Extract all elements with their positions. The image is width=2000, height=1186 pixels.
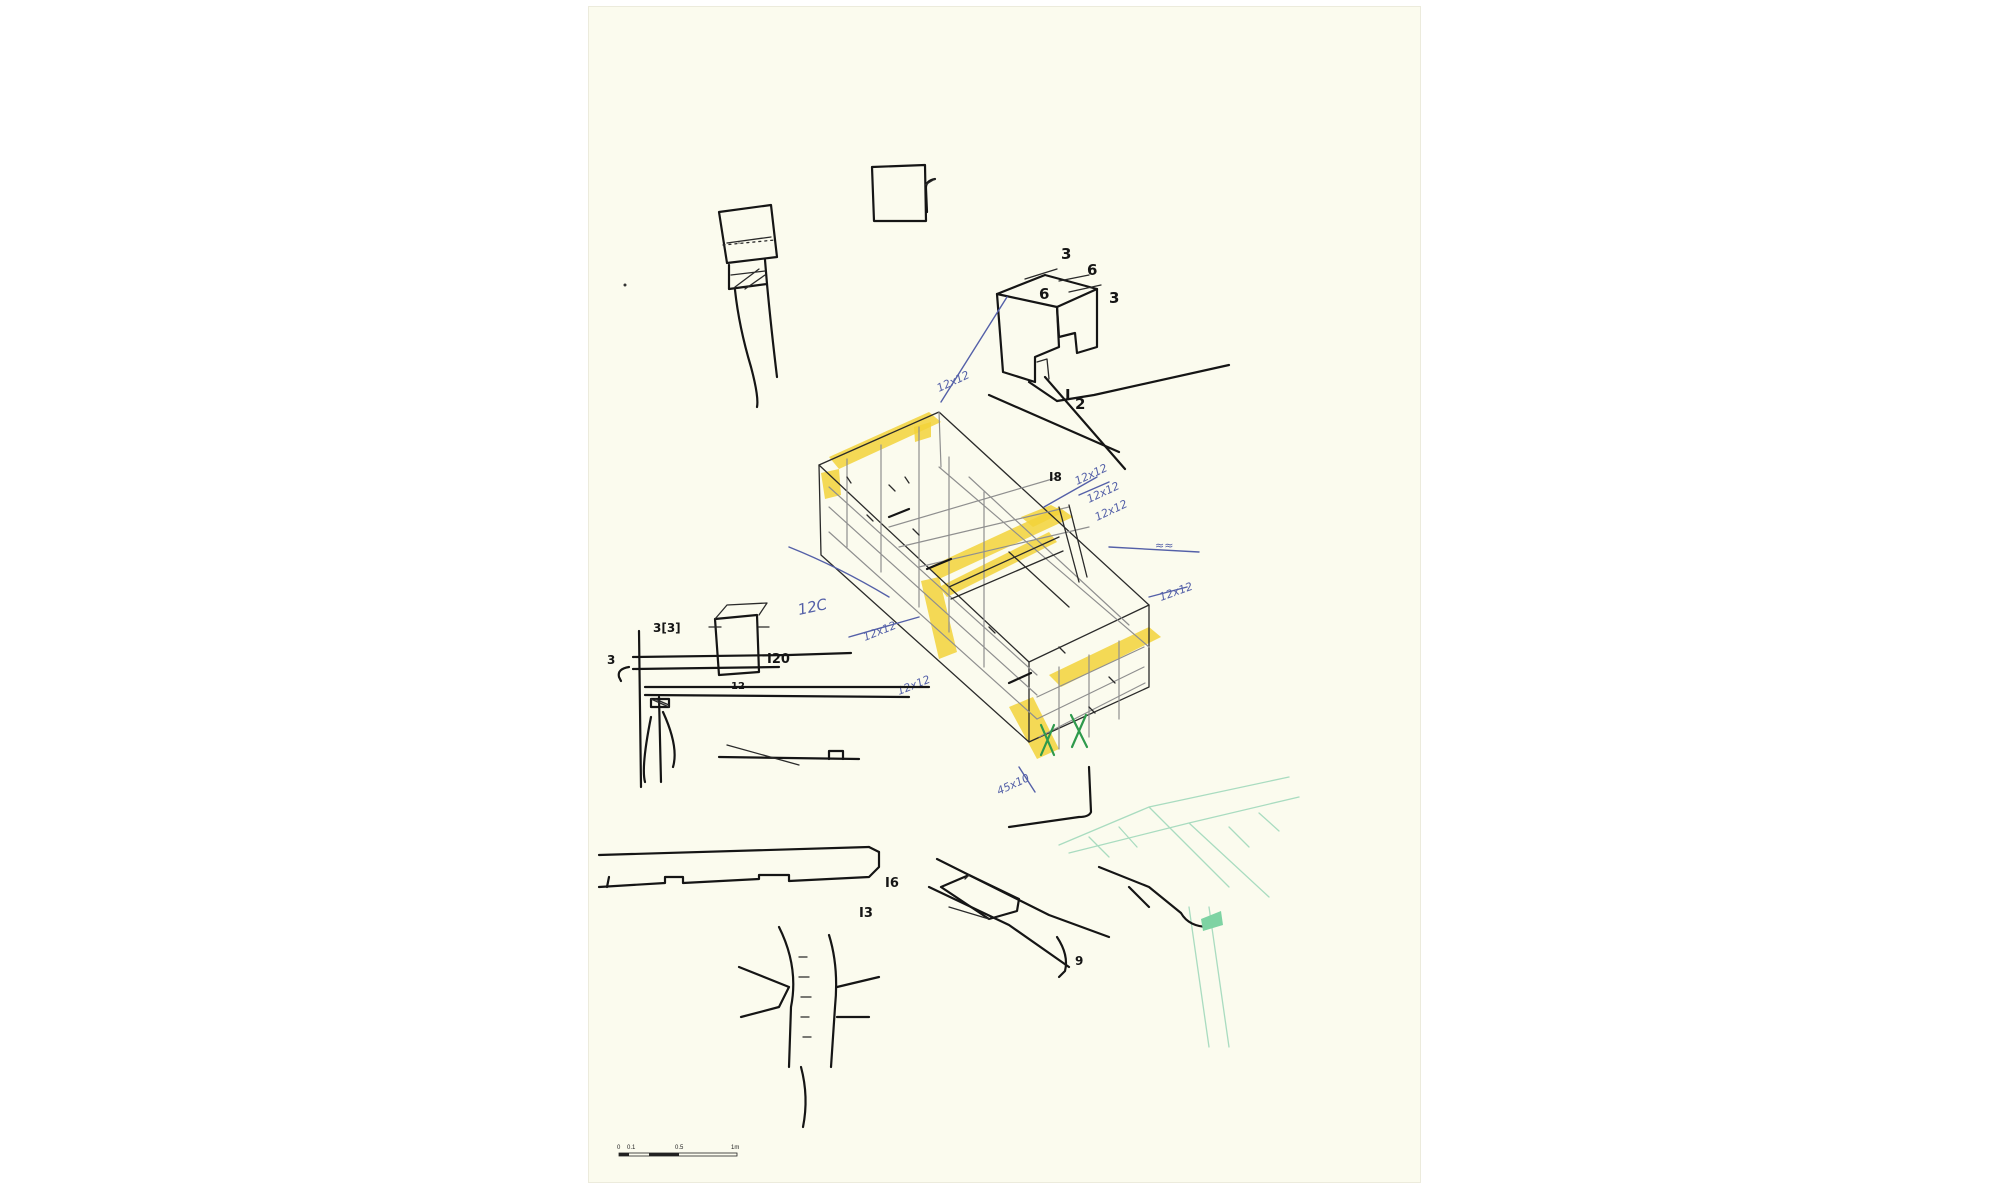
beam-label-I6: I6	[885, 876, 899, 891]
beam-label-I3: I3	[859, 906, 873, 921]
green-cross-1	[1039, 723, 1056, 757]
green-corner-sketch	[1058, 776, 1300, 1048]
note-left-low: 12x12	[895, 673, 932, 698]
tenon-post-sketch	[737, 925, 881, 1129]
paper-speck	[623, 283, 627, 287]
note-top-block-a: 12x12	[935, 368, 972, 394]
note-left-mid: 12x12	[861, 619, 898, 644]
corner-num-2: 6	[1087, 261, 1097, 279]
notched-beam-sketch: I6 I3	[597, 845, 899, 921]
note-right-mid: 12x12	[1158, 580, 1195, 604]
green-cross-2	[1069, 713, 1089, 749]
scale-tick-0: 0	[617, 1145, 621, 1151]
corner-num-1: 3	[1061, 245, 1071, 263]
yellow-cap-top	[914, 422, 931, 442]
isometric-frame-model: 12x12 12x12 12x12 12x12 12x12 12x12 12x1…	[788, 296, 1200, 829]
detail-label-I20: I20	[767, 652, 790, 667]
corner-dim: 2	[1075, 395, 1085, 413]
scale-tick-01: 0.1	[627, 1145, 636, 1151]
saddle-joint-sketch: 9	[927, 857, 1111, 979]
corner-num-4: 3	[1109, 289, 1119, 307]
note-scribble: ≈≈	[1155, 539, 1173, 552]
scale-tick-1m: 1m	[731, 1145, 739, 1151]
corner-joint-sketch: 3 6 6 3 I 2	[987, 245, 1231, 471]
detail-label-31: 3[3]	[653, 621, 681, 635]
detail-label-3: 3	[607, 653, 615, 667]
yellow-beam-top-left	[829, 412, 941, 469]
corner-I: I	[1065, 386, 1071, 404]
sketch-canvas: 3 6 6 3 I 2	[597, 163, 1300, 1157]
green-block	[1201, 911, 1223, 931]
section-detail-left: 3[3] 3 I20 12	[607, 602, 931, 789]
note-bottom-label: 45x10	[995, 771, 1032, 797]
beam-label-I8: I8	[1049, 470, 1062, 484]
drawing-sheet: 3 6 6 3 I 2	[589, 7, 1420, 1182]
yellow-post-top-left	[821, 469, 841, 499]
detail-label-12: 12	[731, 681, 745, 692]
note-left-detail-blue: 12C	[796, 595, 829, 619]
square-section-sketch	[870, 163, 937, 223]
column-capital-sketch	[717, 203, 779, 409]
wedge-sketch	[717, 744, 861, 766]
corner-num-3: 6	[1039, 285, 1049, 303]
yellow-beam-front-right	[1049, 627, 1161, 687]
joint-dim: 9	[1075, 954, 1083, 968]
scale-bar: 0 0.1 0.5 1m	[617, 1145, 739, 1157]
scale-tick-05: 0.5	[675, 1145, 684, 1151]
